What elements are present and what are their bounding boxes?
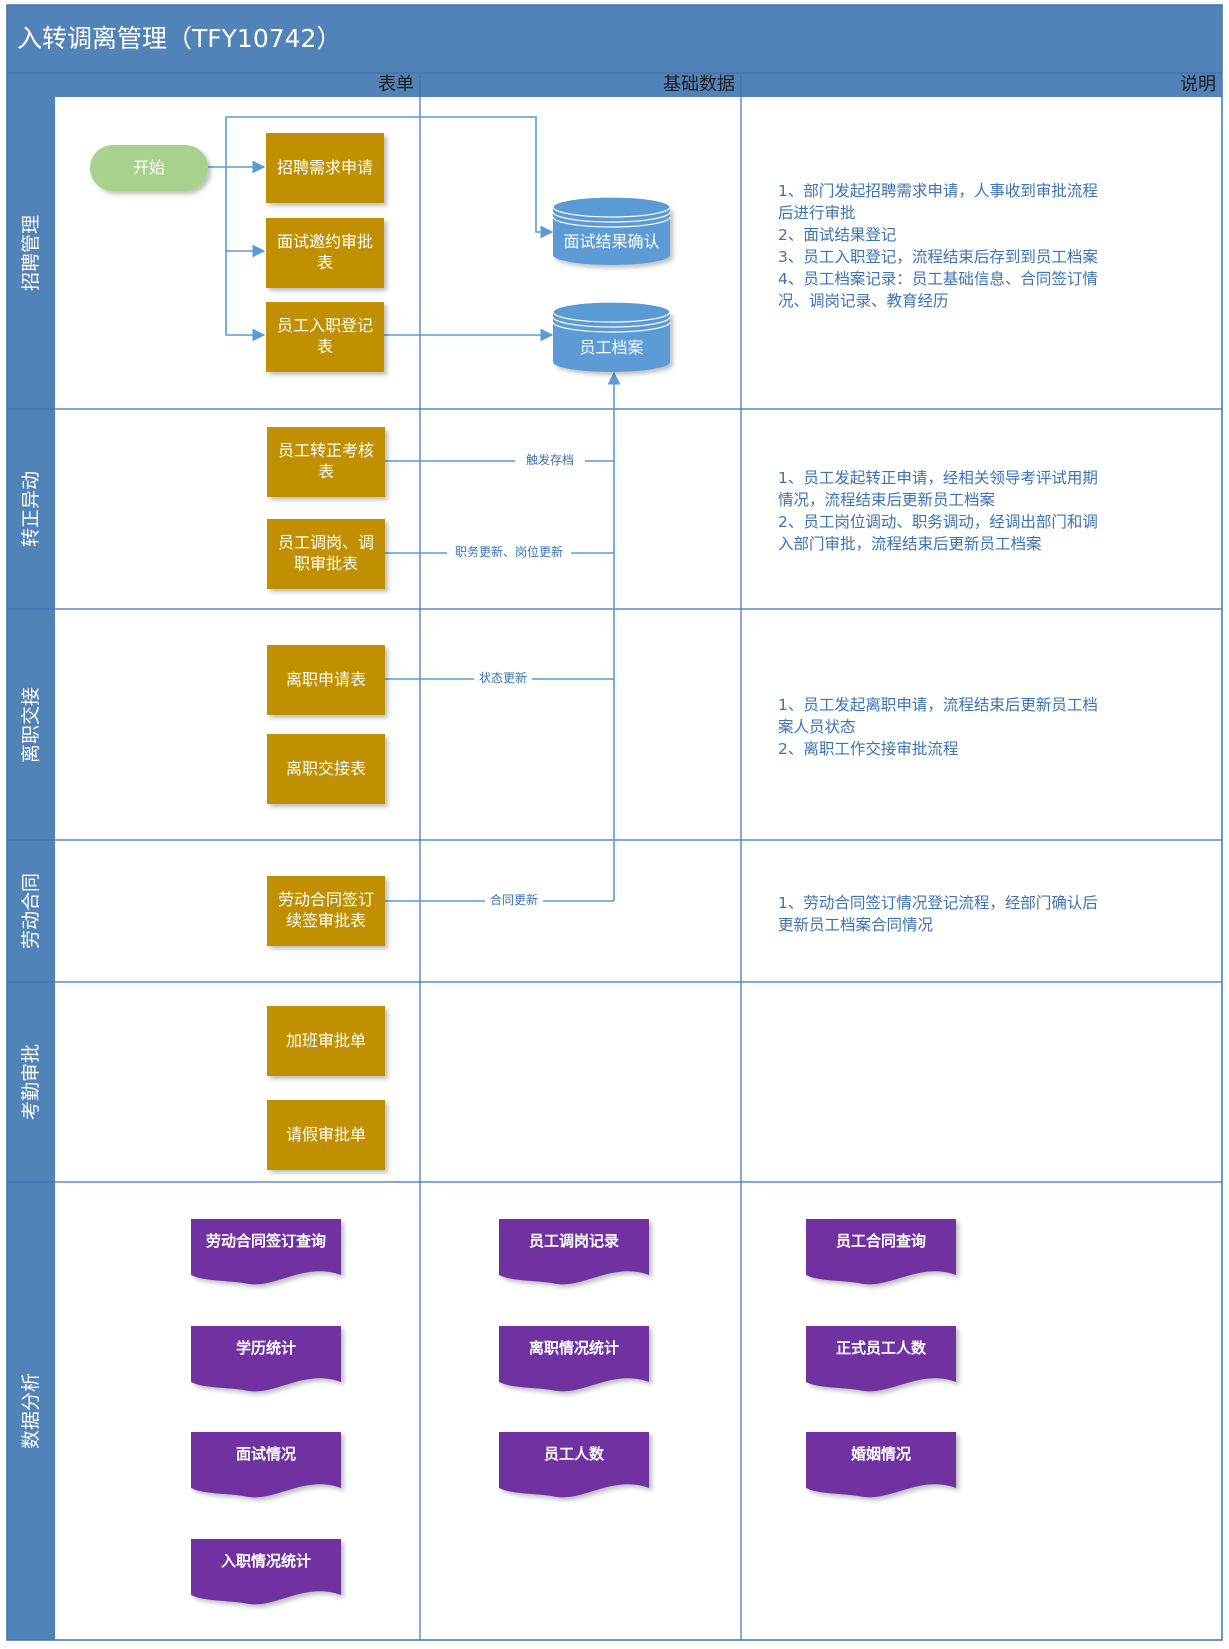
database-body-2 bbox=[553, 312, 670, 372]
lane-label-2: 转正异动 bbox=[19, 471, 42, 548]
lane-label-3: 离职交接 bbox=[19, 686, 42, 763]
report-label-2-3: 员工人数 bbox=[543, 1445, 604, 1463]
column-header-3: 说明 bbox=[1180, 74, 1216, 96]
database-ring-b-1 bbox=[552, 216, 671, 228]
database-ring-a-1 bbox=[552, 211, 671, 223]
report-label-2-1: 员工调岗记录 bbox=[528, 1232, 619, 1250]
report-label-2-2: 离职情况统计 bbox=[528, 1339, 619, 1357]
report-shape-1-2 bbox=[191, 1326, 341, 1392]
report-label-1-4: 入职情况统计 bbox=[220, 1552, 311, 1570]
edge-to-interview-result bbox=[225, 116, 554, 239]
report-shape-1-4 bbox=[191, 1539, 341, 1605]
form-label-10: 请假审批单 bbox=[285, 1124, 366, 1144]
note-line: 4、员工档案记录：员工基础信息、合同签订情况、调岗记录、教育经历 bbox=[778, 270, 1098, 310]
lane-label-1: 招聘管理 bbox=[19, 215, 42, 292]
start-terminator bbox=[90, 145, 208, 191]
form-label-3: 员工入职登记表 bbox=[276, 316, 373, 356]
report-shape-2-3 bbox=[499, 1432, 649, 1498]
form-box-4 bbox=[267, 427, 385, 497]
report-shape-3-2 bbox=[806, 1326, 956, 1392]
report-shape-3-3 bbox=[806, 1432, 956, 1498]
note-line: 1、部门发起招聘需求申请，人事收到审批流程后进行审批 bbox=[778, 182, 1098, 222]
column-header-2: 基础数据 bbox=[663, 74, 735, 96]
form-box-6 bbox=[267, 645, 385, 715]
note-line: 2、面试结果登记 bbox=[778, 226, 897, 244]
edge-label-1: 触发存档 bbox=[515, 453, 585, 469]
title-bar bbox=[7, 5, 1222, 97]
form-box-5 bbox=[267, 519, 385, 589]
form-box-7 bbox=[267, 734, 385, 804]
note-block-3: 1、员工发起离职申请，流程结束后更新员工档案人员状态 2、离职工作交接审批流程 bbox=[778, 694, 1113, 790]
report-label-3-3: 婚姻情况 bbox=[850, 1445, 911, 1463]
note-line: 3、员工入职登记，流程结束后存到到员工档案 bbox=[778, 248, 1098, 266]
report-shape-2-2 bbox=[499, 1326, 649, 1392]
database-ring-b-2 bbox=[552, 321, 671, 333]
database-top-1 bbox=[552, 196, 671, 218]
page-title: 入转调离管理（TFY10742） bbox=[17, 23, 342, 53]
report-label-3-1: 员工合同查询 bbox=[835, 1232, 926, 1250]
lane-label-4: 劳动合同 bbox=[19, 873, 42, 950]
database-top-2 bbox=[552, 301, 671, 323]
form-box-1 bbox=[266, 133, 384, 203]
note-line: 1、员工发起离职申请，流程结束后更新员工档案人员状态 bbox=[778, 696, 1098, 736]
form-label-6: 离职申请表 bbox=[285, 669, 366, 689]
note-line: 2、员工岗位调动、职务调动，经调出部门和调入部门审批，流程结束后更新员工档案 bbox=[778, 513, 1098, 553]
database-ring-a-2 bbox=[552, 316, 671, 328]
form-label-9: 加班审批单 bbox=[285, 1030, 366, 1050]
report-shape-3-1 bbox=[806, 1219, 956, 1285]
form-label-5: 员工调岗、调职审批表 bbox=[277, 533, 374, 573]
form-box-2 bbox=[266, 218, 384, 288]
report-shape-1-3 bbox=[191, 1432, 341, 1498]
note-block-1: 1、部门发起招聘需求申请，人事收到审批流程后进行审批 2、面试结果登记 3、员工入职… bbox=[778, 180, 1113, 372]
form-box-9 bbox=[267, 1006, 385, 1076]
report-label-1-2: 学历统计 bbox=[235, 1339, 296, 1357]
form-box-8 bbox=[267, 876, 385, 946]
column-header-1: 表单 bbox=[378, 74, 414, 96]
form-label-7: 离职交接表 bbox=[285, 758, 366, 778]
form-label-8: 劳动合同签订续签审批表 bbox=[277, 890, 374, 930]
report-shape-2-1 bbox=[499, 1219, 649, 1285]
report-label-1-1: 劳动合同签订查询 bbox=[205, 1232, 326, 1250]
database-label-2: 员工档案 bbox=[579, 337, 644, 357]
edge-label-3: 状态更新 bbox=[474, 671, 532, 687]
edge-label-2: 职务更新、岗位更新 bbox=[447, 545, 571, 561]
database-label-1: 面试结果确认 bbox=[563, 231, 660, 251]
database-body-1 bbox=[553, 207, 670, 265]
report-shape-1-1 bbox=[191, 1219, 341, 1285]
form-box-3 bbox=[266, 302, 384, 372]
form-box-10 bbox=[267, 1100, 385, 1170]
lane-label-6: 数据分析 bbox=[19, 1373, 42, 1450]
edge-label-4: 合同更新 bbox=[485, 893, 543, 909]
note-block-4: 1、劳动合同签订情况登记流程，经部门确认后更新员工档案合同情况 bbox=[778, 892, 1113, 940]
form-label-1: 招聘需求申请 bbox=[276, 157, 373, 177]
report-label-3-2: 正式员工人数 bbox=[835, 1339, 926, 1357]
lane-label-5: 考勤审批 bbox=[19, 1044, 42, 1121]
diagram-border bbox=[6, 4, 1223, 1641]
start-label: 开始 bbox=[132, 157, 165, 177]
report-label-1-3: 面试情况 bbox=[235, 1445, 296, 1463]
note-line: 1、劳动合同签订情况登记流程，经部门确认后更新员工档案合同情况 bbox=[778, 894, 1098, 934]
lane-header-column bbox=[7, 97, 55, 1640]
note-line: 2、离职工作交接审批流程 bbox=[778, 740, 959, 758]
form-label-2: 面试邀约审批表 bbox=[276, 232, 373, 272]
form-label-4: 员工转正考核表 bbox=[277, 441, 374, 481]
edge-start-to-entry bbox=[225, 167, 266, 342]
note-line: 1、员工发起转正申请，经相关领导考评试用期情况，流程结束后更新员工档案 bbox=[778, 469, 1098, 509]
